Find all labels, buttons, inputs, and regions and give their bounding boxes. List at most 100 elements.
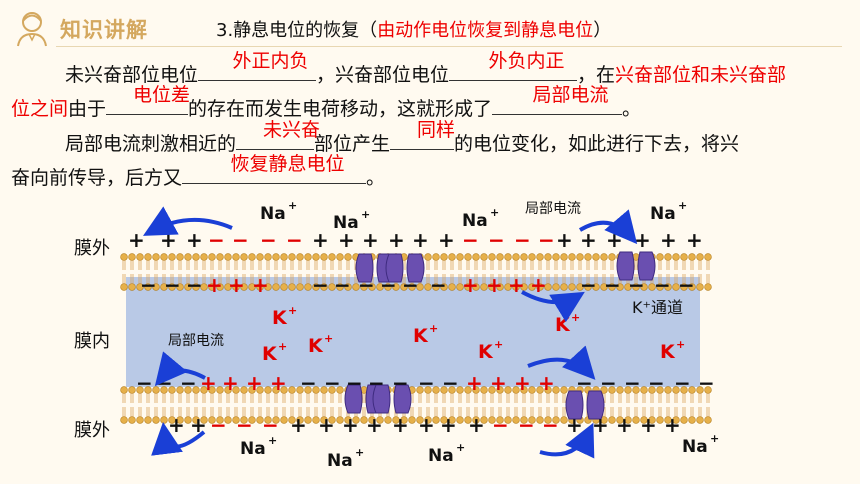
lipid-tail <box>178 274 182 284</box>
lipid-head <box>536 253 544 261</box>
lipid-tail <box>458 274 462 284</box>
lipid-head <box>288 283 296 291</box>
lipid-head <box>120 416 128 424</box>
lipid-head <box>440 416 448 424</box>
lipid-head <box>416 283 424 291</box>
negative-charge: − <box>698 371 715 395</box>
positive-charge: + <box>556 228 573 252</box>
lipid-head <box>168 283 176 291</box>
lipid-tail <box>162 274 166 284</box>
negative-charge: − <box>492 413 509 437</box>
lipid-tail <box>298 274 302 284</box>
lipid-tail <box>634 274 638 284</box>
lipid-tail <box>706 260 710 270</box>
svg-text:+: + <box>268 434 277 447</box>
positive-charge: + <box>686 228 703 252</box>
lipid-tail <box>546 274 550 284</box>
lipid-head <box>328 253 336 261</box>
outside-label-top: 膜外 <box>74 238 110 259</box>
lipid-tail <box>450 407 454 417</box>
lipid-tail <box>578 274 582 284</box>
svg-text:+: + <box>355 446 364 459</box>
lipid-tail <box>186 407 190 417</box>
negative-charge: − <box>232 228 249 252</box>
lipid-head <box>120 283 128 291</box>
svg-text:K: K <box>308 335 324 357</box>
positive-charge: + <box>186 228 203 252</box>
lipid-tail <box>442 407 446 417</box>
lipid-tail <box>298 260 302 270</box>
inside-label: 膜内 <box>74 331 110 352</box>
lipid-tail <box>266 260 270 270</box>
lipid-head <box>208 386 216 394</box>
lipid-head <box>616 283 624 291</box>
negative-charge: − <box>208 228 225 252</box>
k-ion: K+ <box>413 322 438 347</box>
lipid-head <box>336 386 344 394</box>
lipid-head <box>664 283 672 291</box>
lipid-head <box>400 283 408 291</box>
positive-charge: + <box>530 273 547 297</box>
lipid-head <box>608 416 616 424</box>
lipid-tail <box>346 260 350 270</box>
lipid-tail <box>258 260 262 270</box>
lipid-head <box>216 386 224 394</box>
lipid-head <box>600 386 608 394</box>
positive-charge: + <box>606 228 623 252</box>
positive-charge: + <box>318 413 335 437</box>
lipid-tail <box>490 260 494 270</box>
lipid-head <box>136 283 144 291</box>
lipid-tail <box>282 260 286 270</box>
na-ion: Na+ <box>333 208 370 233</box>
lipid-tail <box>242 274 246 284</box>
lipid-tail <box>210 407 214 417</box>
lipid-head <box>664 386 672 394</box>
lipid-tail <box>266 274 270 284</box>
lipid-head <box>136 386 144 394</box>
lipid-head <box>688 386 696 394</box>
lipid-head <box>464 283 472 291</box>
lipid-tail <box>498 407 502 417</box>
lipid-head <box>184 416 192 424</box>
lipid-head <box>568 283 576 291</box>
lipid-tail <box>178 393 182 403</box>
lipid-head <box>216 253 224 261</box>
positive-charge: + <box>128 228 145 252</box>
lipid-head <box>448 386 456 394</box>
lipid-head <box>432 416 440 424</box>
blank-2: 外负内正 <box>449 50 578 81</box>
lipid-head <box>312 416 320 424</box>
lipid-tail <box>314 393 318 403</box>
lipid-tail <box>146 407 150 417</box>
lipid-tail <box>122 393 126 403</box>
negative-charge: − <box>678 273 695 297</box>
lipid-head <box>128 253 136 261</box>
svg-text:K: K <box>555 314 571 336</box>
lipid-tail <box>562 393 566 403</box>
current-arrow <box>539 422 595 459</box>
lipid-tail <box>610 407 614 417</box>
lipid-head <box>328 416 336 424</box>
lipid-head <box>672 283 680 291</box>
paragraph-2: 局部电流刺激相近的未兴奋部位产生同样的电位变化，如此进行下去，将兴 奋向前传导，… <box>11 119 740 189</box>
lipid-tail <box>570 260 574 270</box>
positive-charge: + <box>508 273 525 297</box>
lipid-tail <box>698 260 702 270</box>
lipid-tail <box>682 393 686 403</box>
lipid-head <box>240 416 248 424</box>
lipid-tail <box>290 274 294 284</box>
lipid-head <box>552 386 560 394</box>
lipid-tail <box>178 407 182 417</box>
lipid-tail <box>250 274 254 284</box>
lipid-tail <box>674 407 678 417</box>
lipid-tail <box>706 274 710 284</box>
lipid-tail <box>538 260 542 270</box>
lipid-tail <box>498 393 502 403</box>
positive-charge: + <box>312 228 329 252</box>
lipid-tail <box>498 274 502 284</box>
lipid-head <box>680 386 688 394</box>
lipid-head <box>504 283 512 291</box>
lipid-tail <box>610 274 614 284</box>
lipid-head <box>152 253 160 261</box>
lipid-head <box>240 283 248 291</box>
